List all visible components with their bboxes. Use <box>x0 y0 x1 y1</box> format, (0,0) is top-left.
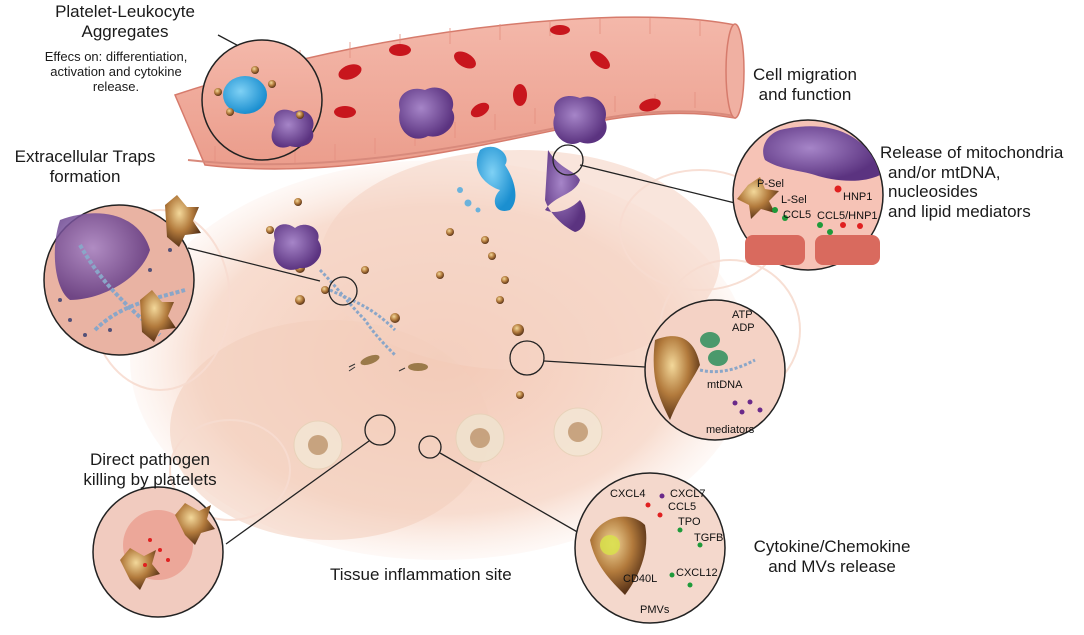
label-hnp1: HNP1 <box>843 191 872 203</box>
aggregates-desc-line3: release. <box>92 78 140 94</box>
label-ccl5: CCL5 <box>668 501 696 513</box>
label-mtdna: mtDNA <box>707 379 743 391</box>
title-killing-line2: killing by platelets <box>83 469 217 489</box>
label-cxcl7: CXCL7 <box>670 488 705 500</box>
title-migration-line1: Cell migration <box>753 65 857 84</box>
title-mitochondria: Release of mitochondria and/or mtDNA, nu… <box>880 143 1080 221</box>
label-atp: ATP <box>732 309 753 321</box>
title-aggregates-line1: Platelet-Leukocyte <box>55 2 195 21</box>
label-mediators: mediators <box>706 424 755 436</box>
aggregates-desc-line2: activation and cytokine <box>50 63 182 79</box>
label-ccl5-hnp1: CCL5/HNP1 <box>817 210 878 222</box>
zoom-markers <box>364 144 584 459</box>
title-aggregates-line2: Aggregates <box>81 21 169 41</box>
inset-mitochondria: ATP ADP mtDNA mediators <box>644 299 786 441</box>
inset-aggregates <box>201 39 323 161</box>
label-cxcl4: CXCL4 <box>610 488 645 500</box>
title-cytokine-line2: and MVs release <box>768 556 896 576</box>
title-cytokine-line1: Cytokine/Chemokine <box>753 537 911 556</box>
label-tpo: TPO <box>678 516 701 528</box>
title-killing: Direct pathogen killing by platelets <box>60 450 240 489</box>
platelets <box>266 198 524 399</box>
title-traps: Extracellular Traps formation <box>0 147 170 186</box>
title-aggregates: Platelet-Leukocyte Aggregates <box>30 2 220 41</box>
title-migration: Cell migration and function <box>730 65 880 104</box>
bacteria <box>348 354 428 372</box>
net-forming-neutrophil <box>187 224 397 357</box>
title-mito-line2: and/or mtDNA, <box>888 162 1001 182</box>
title-mito-line4: and lipid mediators <box>888 201 1031 221</box>
title-cytokine: Cytokine/Chemokine and MVs release <box>732 537 932 576</box>
label-psel: P-Sel <box>757 178 784 190</box>
title-killing-line1: Direct pathogen <box>89 450 211 469</box>
label-cxcl12: CXCL12 <box>676 567 718 579</box>
label-lsel: L-Sel <box>781 194 807 206</box>
title-migration-line2: and function <box>758 84 852 104</box>
tissue-cells <box>293 407 603 470</box>
inset-traps <box>43 195 201 356</box>
label-cd40l: CD40L <box>623 573 657 585</box>
aggregates-desc-line1: Effecs on: differentiation, <box>44 49 188 64</box>
inset-cytokine: CXCL4 CXCL7 CCL5 TPO TGFB CXCL12 CD40L P… <box>574 472 726 624</box>
inset-migration: P-Sel L-Sel HNP1 CCL5 CCL5/HNP1 <box>732 119 884 271</box>
title-traps-line1: Extracellular Traps <box>14 147 156 166</box>
title-mito-line3: nucleosides <box>888 182 978 202</box>
title-mito-line1: Release of mitochondria <box>880 143 1064 162</box>
label-adp: ADP <box>732 322 755 334</box>
inset-killing <box>92 486 224 618</box>
label-tgfb: TGFB <box>694 532 723 544</box>
label-pmvs: PMVs <box>640 604 670 616</box>
title-tissue-site: Tissue inflammation site <box>330 565 512 584</box>
extravasating-cells <box>457 146 586 232</box>
title-traps-line2: formation <box>49 166 121 186</box>
label-ccl5: CCL5 <box>783 209 811 221</box>
aggregates-description: Effecs on: differentiation, activation a… <box>25 49 207 95</box>
